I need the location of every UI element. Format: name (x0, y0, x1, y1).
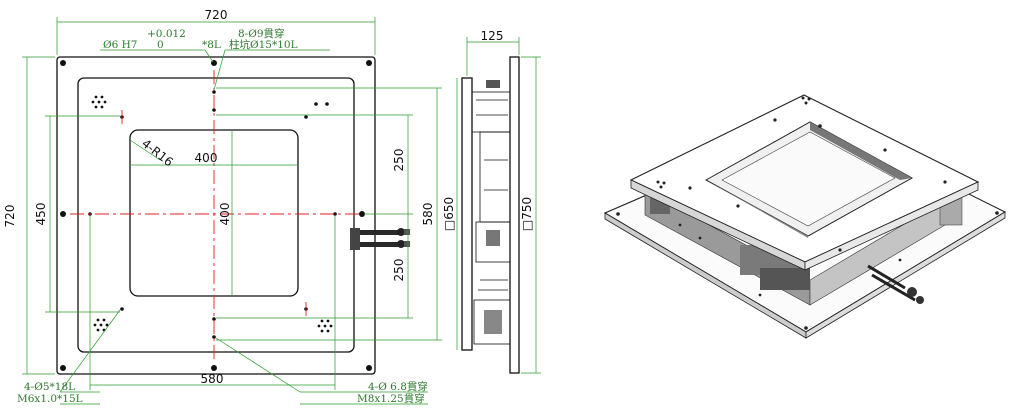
isometric-view (603, 94, 1007, 339)
vent-cluster-tl (91, 95, 107, 109)
iso-cable (867, 264, 924, 304)
front-dimension-lines (22, 17, 442, 390)
dim-250-lower: 250 (392, 259, 406, 282)
fit-hole-callout: Ø6 H7 (103, 39, 137, 51)
side-block (486, 230, 500, 246)
corner-hole-bl (60, 365, 66, 371)
dim-side-650: □650 (442, 197, 456, 231)
axis-hole-bottom (211, 365, 217, 371)
callout-leaders (59, 49, 428, 405)
iso-holes (616, 96, 999, 330)
left-holes-callout: 4-Ø5*18L (24, 381, 75, 393)
vent-cluster-bl (93, 318, 109, 332)
side-block (484, 310, 502, 334)
counterbore-callout: 柱坑Ø15*10L (229, 38, 298, 51)
side-base-plate (509, 56, 520, 374)
dim-580-bottom: 580 (201, 372, 224, 386)
side-details (476, 99, 508, 291)
fit-depth-callout: *8L (202, 39, 221, 51)
side-view: 125 □650 □750 (442, 29, 541, 374)
front-view: 720 720 450 400 400 250 250 580 580 4-R1… (3, 8, 442, 405)
tolerance-lower: 0 (157, 39, 164, 51)
dim-580-right: 580 (421, 203, 435, 226)
right-holes-callout: 4-Ø 6.8貫穿 (368, 380, 428, 393)
dim-side-depth: 125 (481, 29, 504, 43)
left-thread-callout: M6x1.0*15L (17, 393, 83, 405)
corner-hole-br (366, 365, 372, 371)
cable-connector (350, 228, 410, 250)
side-dimension-lines (456, 37, 541, 374)
right-thread-callout: M8x1.25貫穿 (357, 392, 425, 405)
dim-left-height: 720 (3, 205, 17, 228)
axis-hole-left (60, 211, 66, 217)
dim-window-height: 400 (218, 203, 232, 226)
dim-window-width: 400 (195, 151, 218, 165)
dim-top-width: 720 (205, 8, 228, 22)
vent-cluster-br (317, 319, 333, 333)
inner-pocket (77, 77, 355, 353)
axis-hole-right (359, 211, 365, 217)
dim-450: 450 (34, 203, 48, 226)
corner-hole-tr (366, 60, 372, 66)
small-holes (88, 90, 337, 339)
outer-plate (56, 56, 376, 375)
side-module-lower (475, 221, 511, 263)
tolerance-upper: +0.012 (147, 28, 186, 40)
side-block (486, 80, 500, 88)
corner-hole-tl (60, 60, 66, 66)
side-top-plate (461, 77, 473, 351)
dim-side-750: □750 (520, 197, 534, 231)
through-holes-callout: 8-Ø9貫穿 (238, 27, 285, 40)
side-module-middle (479, 131, 511, 223)
dim-radius: 4-R16 (139, 136, 176, 169)
side-module-bottom (473, 299, 511, 345)
side-module-upper (471, 91, 511, 133)
dim-250-upper: 250 (392, 149, 406, 172)
